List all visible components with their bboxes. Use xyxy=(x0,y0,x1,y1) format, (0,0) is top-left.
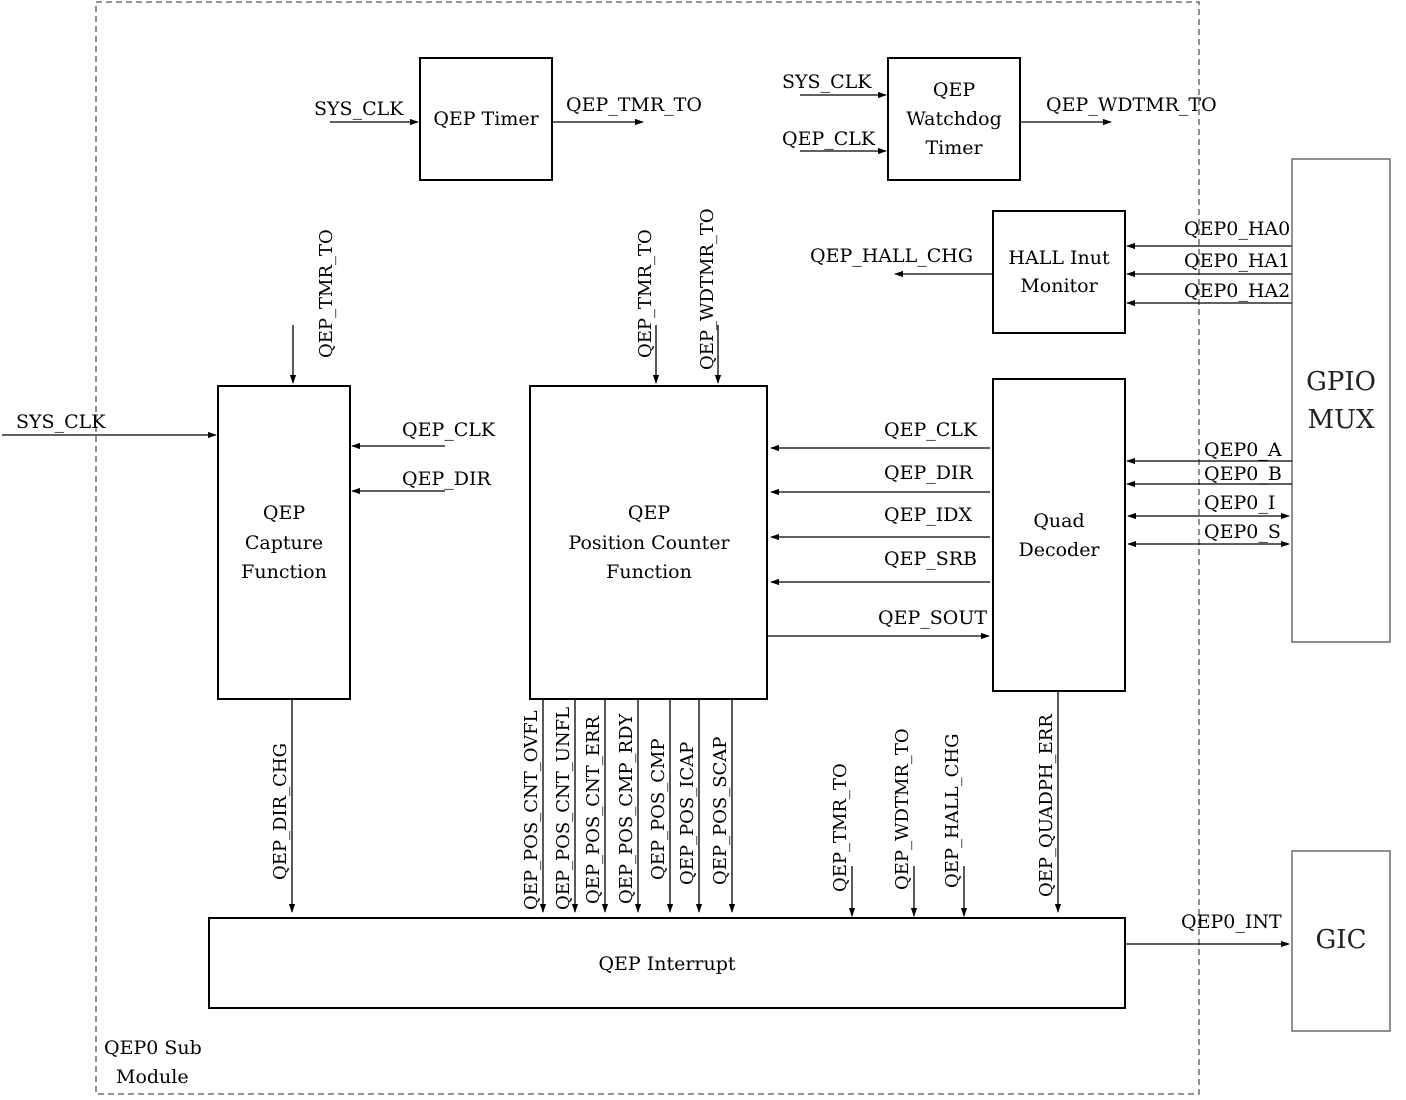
capture-qepdir-label: QEP_DIR xyxy=(402,468,491,490)
pin-i-label: QEP0_I xyxy=(1204,492,1275,514)
timer-sysclk-label: SYS_CLK xyxy=(314,98,404,120)
flag-label-unfl: QEP_POS_CNT_UNFL xyxy=(553,707,574,910)
capture-function-block xyxy=(217,385,351,700)
flag-label-ovfl: QEP_POS_CNT_OVFL xyxy=(521,710,542,910)
gpio-mux-block xyxy=(1291,158,1391,643)
flag-label-scap: QEP_POS_SCAP xyxy=(710,737,731,885)
quad-qepclk-label: QEP_CLK xyxy=(884,419,978,441)
flag-label-cmp: QEP_POS_CMP xyxy=(648,738,669,880)
position-label-2: Position Counter xyxy=(568,532,730,554)
int-hallchg-label: QEP_HALL_CHG xyxy=(942,734,963,888)
qep-watchdog-block xyxy=(887,57,1021,181)
quadph-err-label: QEP_QUADPH_ERR xyxy=(1036,714,1057,897)
submodule-label-line2: Module xyxy=(116,1066,189,1088)
position-label-3: Function xyxy=(606,561,692,583)
timer-out-label: QEP_TMR_TO xyxy=(566,94,702,116)
quad-label-1: Quad xyxy=(1033,510,1084,532)
int-tmrto-label: QEP_TMR_TO xyxy=(830,763,851,892)
int-out-label: QEP0_INT xyxy=(1181,911,1282,933)
capture-qepclk-label: QEP_CLK xyxy=(402,419,496,441)
hall-out-label: QEP_HALL_CHG xyxy=(810,245,973,267)
gic-block xyxy=(1291,850,1391,1032)
submodule-boundary xyxy=(95,1,1200,1095)
capture-sysclk-label: SYS_CLK xyxy=(16,411,106,433)
capture-dirchg-label: QEP_DIR_CHG xyxy=(270,743,291,880)
qep-interrupt-block xyxy=(208,917,1126,1009)
position-qepsout-label: QEP_SOUT xyxy=(878,607,987,629)
ha1-label: QEP0_HA1 xyxy=(1184,250,1290,272)
gpio-mux-label-1: GPIO xyxy=(1306,367,1376,397)
pin-b-label: QEP0_B xyxy=(1204,463,1282,485)
wdt-sysclk-label: SYS_CLK xyxy=(782,71,872,93)
flag-label-err: QEP_POS_CNT_ERR xyxy=(583,716,604,904)
wdt-out-label: QEP_WDTMR_TO xyxy=(1046,94,1217,116)
flag-label-cmprdy: QEP_POS_CMP_RDY xyxy=(616,712,637,904)
ha2-label: QEP0_HA2 xyxy=(1184,280,1290,302)
hall-label-2: Monitor xyxy=(1020,275,1098,297)
watchdog-label-3: Timer xyxy=(925,137,983,159)
quad-qepidx-label: QEP_IDX xyxy=(884,504,972,526)
capture-tmrto-label: QEP_TMR_TO xyxy=(316,229,337,358)
quad-decoder-block xyxy=(992,378,1126,692)
qep-interrupt-label: QEP Interrupt xyxy=(598,953,735,975)
position-label-1: QEP xyxy=(628,502,670,524)
flag-label-icap: QEP_POS_ICAP xyxy=(677,742,698,885)
submodule-label-line1: QEP0 Sub xyxy=(104,1037,202,1059)
quad-qepdir-label: QEP_DIR xyxy=(884,462,973,484)
wdt-qepclk-label: QEP_CLK xyxy=(782,128,876,150)
gic-label: GIC xyxy=(1316,925,1367,955)
qep-timer-label: QEP Timer xyxy=(433,108,539,130)
pin-s-label: QEP0_S xyxy=(1204,521,1281,543)
pin-a-label: QEP0_A xyxy=(1204,439,1282,461)
capture-label-1: QEP xyxy=(263,502,305,524)
capture-label-2: Capture xyxy=(245,532,323,554)
quad-label-2: Decoder xyxy=(1018,539,1100,561)
hall-monitor-block xyxy=(992,210,1126,334)
position-wdtmrto-label: QEP_WDTMR_TO xyxy=(697,208,718,370)
watchdog-label-2: Watchdog xyxy=(906,108,1001,130)
quad-qepsrb-label: QEP_SRB xyxy=(884,548,977,570)
position-tmrto-label: QEP_TMR_TO xyxy=(635,229,656,358)
watchdog-label-1: QEP xyxy=(933,79,975,101)
qep-timer-block xyxy=(419,57,553,181)
position-counter-block xyxy=(529,385,768,700)
hall-label-1: HALL Inut xyxy=(1008,247,1110,269)
gpio-mux-label-2: MUX xyxy=(1307,405,1375,435)
int-wdtmrto-label: QEP_WDTMR_TO xyxy=(892,728,913,890)
ha0-label: QEP0_HA0 xyxy=(1184,218,1290,240)
capture-label-3: Function xyxy=(241,561,327,583)
